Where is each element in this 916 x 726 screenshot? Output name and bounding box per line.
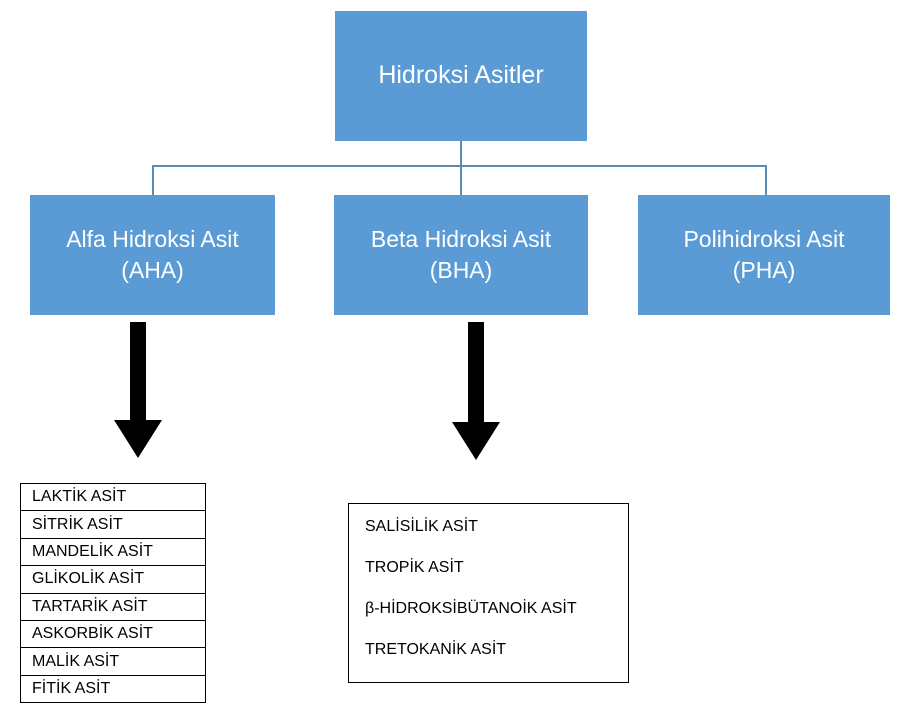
list-item-label: MALİK ASİT [32,652,120,670]
root-node-hidroksi-asitler: Hidroksi Asitler [335,11,587,141]
list-item: SALİSİLİK ASİT [365,518,478,535]
node-polihidroksi-asit: Polihidroksi Asit (PHA) [638,195,890,315]
table-row: TARTARİK ASİT [21,594,205,621]
node-bha-label-line1: Beta Hidroksi Asit [370,225,552,252]
list-item-label: TARTARİK ASİT [32,597,148,615]
table-row: MANDELİK ASİT [21,539,205,567]
list-item-label: ASKORBİK ASİT [32,625,153,643]
aha-examples-table: LAKTİK ASİT SİTRİK ASİT MANDELİK ASİT GL… [20,483,206,704]
arrow-shaft [468,322,484,424]
list-item-label: GLİKOLİK ASİT [32,570,145,588]
connector-drop-left [152,165,154,196]
list-item: β-HİDROKSİBÜTANOİK ASİT [365,600,577,617]
node-pha-label-line1: Polihidroksi Asit [683,225,845,252]
table-row: GLİKOLİK ASİT [21,566,205,594]
list-item-label: LAKTİK ASİT [32,488,127,506]
list-item-label: SİTRİK ASİT [32,515,123,533]
arrow-head [452,422,500,460]
connector-horizontal-bar [152,165,767,167]
connector-root-stem [460,141,462,196]
arrow-shaft [130,322,146,422]
table-row: FİTİK ASİT [21,676,205,704]
table-row: ASKORBİK ASİT [21,621,205,649]
root-node-label: Hidroksi Asitler [378,61,544,90]
arrow-head [114,420,162,458]
list-item: TRETOKANİK ASİT [365,641,507,658]
table-row: MALİK ASİT [21,648,205,676]
table-row: SİTRİK ASİT [21,511,205,539]
list-item-label: MANDELİK ASİT [32,542,153,560]
list-item-label: FİTİK ASİT [32,679,111,697]
node-pha-label-line2: (PHA) [732,257,796,283]
connector-drop-right [765,165,767,196]
node-beta-hidroksi-asit: Beta Hidroksi Asit (BHA) [334,195,588,315]
node-aha-label-line1: Alfa Hidroksi Asit [66,225,239,252]
list-item: TROPİK ASİT [365,559,464,576]
bha-examples-panel: SALİSİLİK ASİT TROPİK ASİT β-HİDROKSİBÜT… [348,503,629,683]
node-alfa-hidroksi-asit: Alfa Hidroksi Asit (AHA) [30,195,275,315]
node-bha-label-line2: (BHA) [429,257,493,283]
table-row: LAKTİK ASİT [21,484,205,512]
node-aha-label-line2: (AHA) [121,257,184,283]
